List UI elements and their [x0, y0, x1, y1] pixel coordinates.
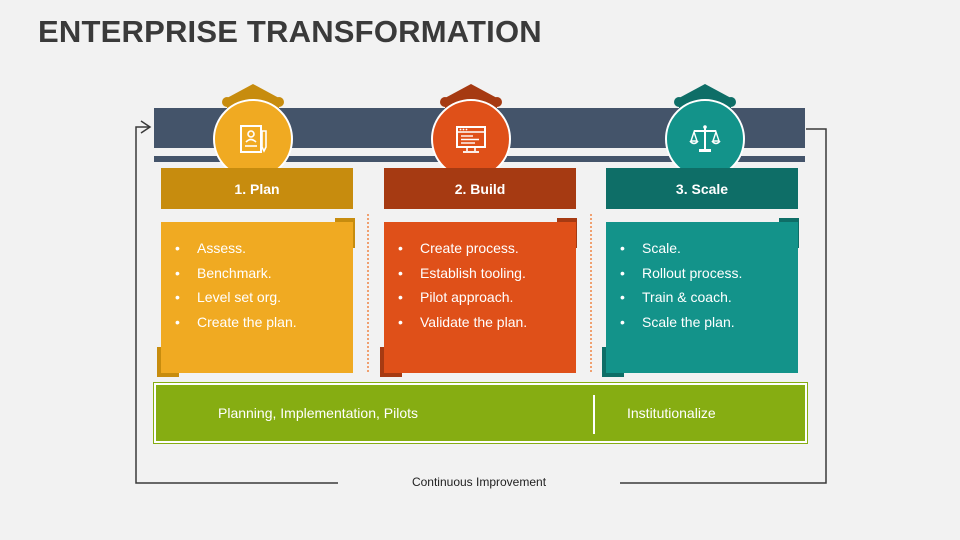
list-item: •Validate the plan. [398, 313, 528, 330]
loop-label: Continuous Improvement [411, 475, 547, 489]
scale-bullet-list: •Scale. •Rollout process. •Train & coach… [620, 236, 784, 334]
summary-left-label: Planning, Implementation, Pilots [218, 405, 418, 421]
list-item: •Scale the plan. [620, 313, 735, 330]
list-item: •Create the plan. [175, 313, 297, 330]
list-item: •Assess. [175, 240, 247, 256]
build-header: 2. Build [384, 168, 576, 209]
build-bullet-list: •Create process. •Establish tooling. •Pi… [398, 236, 562, 334]
plan-bullet-list: •Assess. •Benchmark. •Level set org. •Cr… [175, 236, 339, 334]
list-item: •Scale. [620, 240, 681, 256]
scale-card: •Scale. •Rollout process. •Train & coach… [606, 222, 798, 373]
page-title: ENTERPRISE TRANSFORMATION [38, 14, 542, 49]
build-card: •Create process. •Establish tooling. •Pi… [384, 222, 576, 373]
list-item: •Create process. [398, 240, 519, 256]
document-icon [240, 125, 267, 153]
list-item: •Rollout process. [620, 264, 743, 281]
plan-badge [213, 99, 293, 179]
scale-header: 3. Scale [606, 168, 798, 209]
list-item: •Pilot approach. [398, 289, 514, 305]
list-item: •Benchmark. [175, 264, 272, 281]
build-badge [431, 99, 511, 179]
plan-card: •Assess. •Benchmark. •Level set org. •Cr… [161, 222, 353, 373]
summary-divider [593, 395, 595, 434]
list-item: •Establish tooling. [398, 264, 526, 281]
scale-badge [665, 99, 745, 179]
browser-code-icon [456, 126, 486, 153]
summary-right-label: Institutionalize [627, 405, 716, 421]
list-item: •Level set org. [175, 289, 282, 305]
separator-line [367, 214, 369, 372]
separator-line [590, 214, 592, 372]
list-item: •Train & coach. [620, 289, 732, 305]
plan-header: 1. Plan [161, 168, 353, 209]
phase-summary-bar [153, 382, 808, 444]
balance-scale-icon [689, 125, 721, 152]
